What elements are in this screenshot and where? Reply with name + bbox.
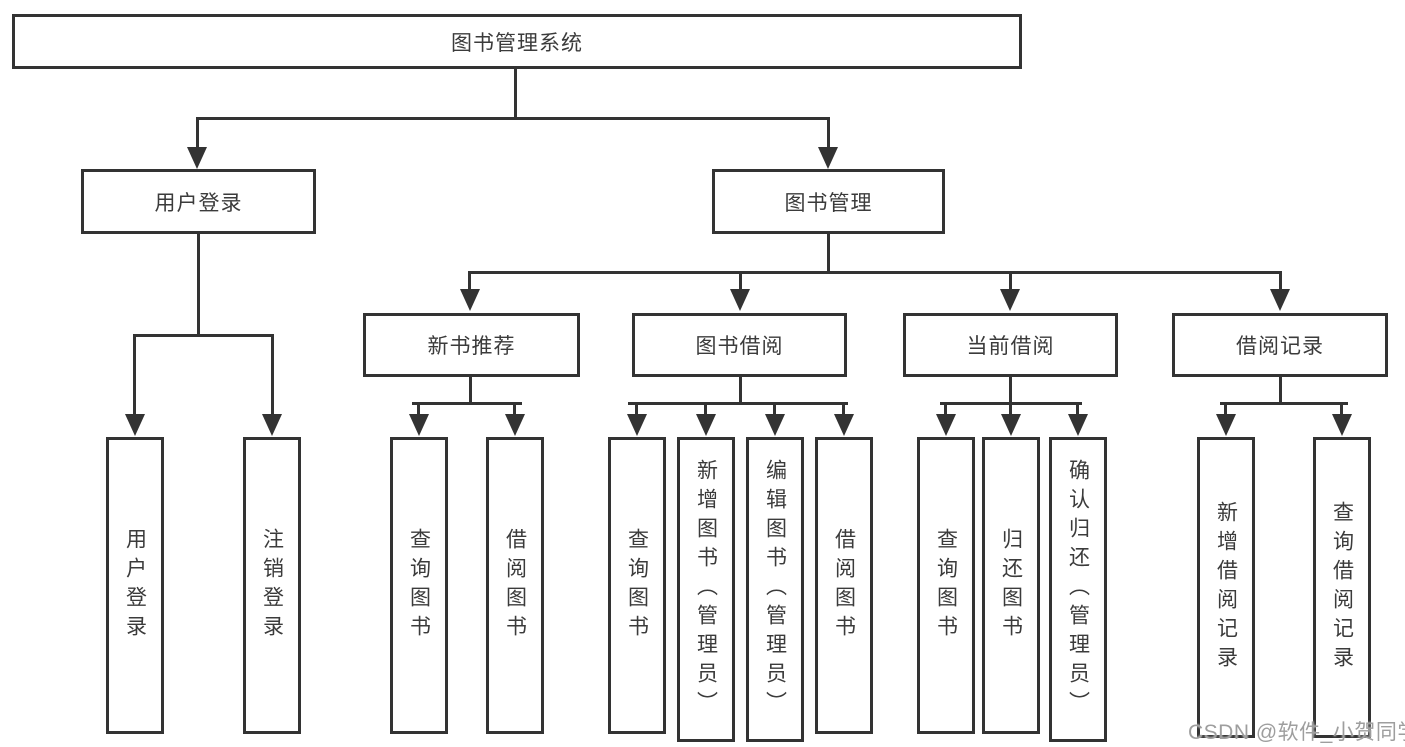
leaf-box-return-books: 归还图书: [982, 437, 1040, 734]
csdn-watermark: CSDN @软件_小贺同学: [1188, 721, 1405, 744]
leaf-box-query-borrow-record: 查询借阅记录: [1313, 437, 1371, 738]
connector-drop: [1009, 402, 1012, 416]
leaf-box-logout-login: 注销登录: [243, 437, 301, 734]
node-root: 图书管理系统: [12, 14, 1022, 69]
connector-borrowing-records-horizontal: [1220, 402, 1348, 405]
leaf-box-confirm-return-admin: 确认归还（管理员）: [1049, 437, 1107, 742]
node-user-login: 用户登录: [81, 169, 316, 234]
leaf-label: 归还图书: [999, 527, 1023, 644]
arrow-down-icon: [1001, 414, 1021, 436]
leaf-label: 借阅图书: [832, 527, 856, 644]
node-current-borrowing: 当前借阅: [903, 313, 1118, 377]
connector-drop: [944, 402, 947, 416]
connector-drop: [417, 402, 420, 416]
connector-book-borrowing-stub: [739, 377, 742, 405]
leaf-label: 查询图书: [934, 527, 958, 644]
leaf-label: 新增借阅记录: [1214, 500, 1238, 675]
connector-drop: [513, 402, 516, 416]
leaf-box-borrow-books-recommend: 借阅图书: [486, 437, 544, 734]
connector-new-book-horizontal: [412, 402, 522, 405]
connector-drop: [1224, 402, 1227, 416]
arrow-down-icon: [262, 414, 282, 436]
connector-drop: [704, 402, 707, 416]
leaf-label: 确认归还（管理员）: [1066, 459, 1090, 720]
arrow-down-icon: [1332, 414, 1352, 436]
leaf-label: 查询借阅记录: [1330, 500, 1354, 675]
connector-new-book-stub: [469, 377, 472, 405]
leaf-label: 借阅图书: [503, 527, 527, 644]
node-book-management: 图书管理: [712, 169, 945, 234]
arrow-down-icon: [409, 414, 429, 436]
connector-root-stub: [514, 68, 517, 120]
leaf-label: 注销登录: [260, 527, 284, 644]
connector-drop-leaf-user-login: [133, 334, 136, 416]
connector-drop-leaf-logout: [271, 334, 274, 416]
leaf-box-edit-books-admin: 编辑图书（管理员）: [746, 437, 804, 742]
arrow-down-icon: [730, 289, 750, 311]
connector-borrowing-records-stub: [1279, 377, 1282, 405]
arrow-down-icon: [1068, 414, 1088, 436]
node-book-borrowing-label: 图书借阅: [695, 335, 784, 358]
arrow-down-icon: [818, 147, 838, 169]
connector-drop: [842, 402, 845, 416]
arrow-down-icon: [187, 147, 207, 169]
node-new-book-recommend-label: 新书推荐: [427, 335, 516, 358]
arrow-down-icon: [765, 414, 785, 436]
node-new-book-recommend: 新书推荐: [363, 313, 580, 377]
arrow-down-icon: [936, 414, 956, 436]
node-root-label: 图书管理系统: [451, 31, 583, 55]
leaf-box-query-books-recommend: 查询图书: [390, 437, 448, 734]
leaf-label: 新增图书（管理员）: [694, 459, 718, 720]
connector-drop: [1076, 402, 1079, 416]
leaf-box-add-borrow-record: 新增借阅记录: [1197, 437, 1255, 738]
connector-drop-book-management: [827, 117, 830, 150]
node-borrowing-records: 借阅记录: [1172, 313, 1388, 377]
leaf-label: 查询图书: [407, 527, 431, 644]
connector-book-management-stub: [827, 234, 830, 274]
arrow-down-icon: [627, 414, 647, 436]
node-book-borrowing: 图书借阅: [632, 313, 847, 377]
connector-drop-new-book: [468, 271, 471, 291]
leaf-label: 用户登录: [123, 527, 147, 644]
leaf-label: 编辑图书（管理员）: [763, 459, 787, 720]
node-book-management-label: 图书管理: [784, 191, 873, 215]
leaf-box-query-books-borrowing: 查询图书: [608, 437, 666, 734]
connector-drop: [1340, 402, 1343, 416]
connector-drop-user-login: [196, 117, 199, 150]
connector-book-borrowing-horizontal: [628, 402, 848, 405]
connector-drop: [635, 402, 638, 416]
arrow-down-icon: [505, 414, 525, 436]
arrow-down-icon: [460, 289, 480, 311]
node-user-login-label: 用户登录: [154, 191, 243, 215]
connector-book-management-horizontal: [468, 271, 1282, 274]
connector-drop-book-borrowing: [739, 271, 742, 291]
connector-user-login-horizontal: [133, 334, 274, 337]
leaf-label: 查询图书: [625, 527, 649, 644]
connector-current-borrowing-stub: [1009, 377, 1012, 405]
arrow-down-icon: [1270, 289, 1290, 311]
connector-drop: [773, 402, 776, 416]
arrow-down-icon: [696, 414, 716, 436]
leaf-box-query-books-current: 查询图书: [917, 437, 975, 734]
arrow-down-icon: [1216, 414, 1236, 436]
arrow-down-icon: [125, 414, 145, 436]
connector-user-login-stub: [197, 234, 200, 337]
node-borrowing-records-label: 借阅记录: [1236, 335, 1324, 358]
leaf-box-add-books-admin: 新增图书（管理员）: [677, 437, 735, 742]
leaf-box-user-login: 用户登录: [106, 437, 164, 734]
arrow-down-icon: [834, 414, 854, 436]
leaf-box-borrow-books: 借阅图书: [815, 437, 873, 734]
node-current-borrowing-label: 当前借阅: [966, 335, 1055, 358]
connector-drop-borrowing-records: [1279, 271, 1282, 291]
connector-root-horizontal: [196, 117, 830, 120]
connector-drop-current-borrowing: [1009, 271, 1012, 291]
arrow-down-icon: [1000, 289, 1020, 311]
